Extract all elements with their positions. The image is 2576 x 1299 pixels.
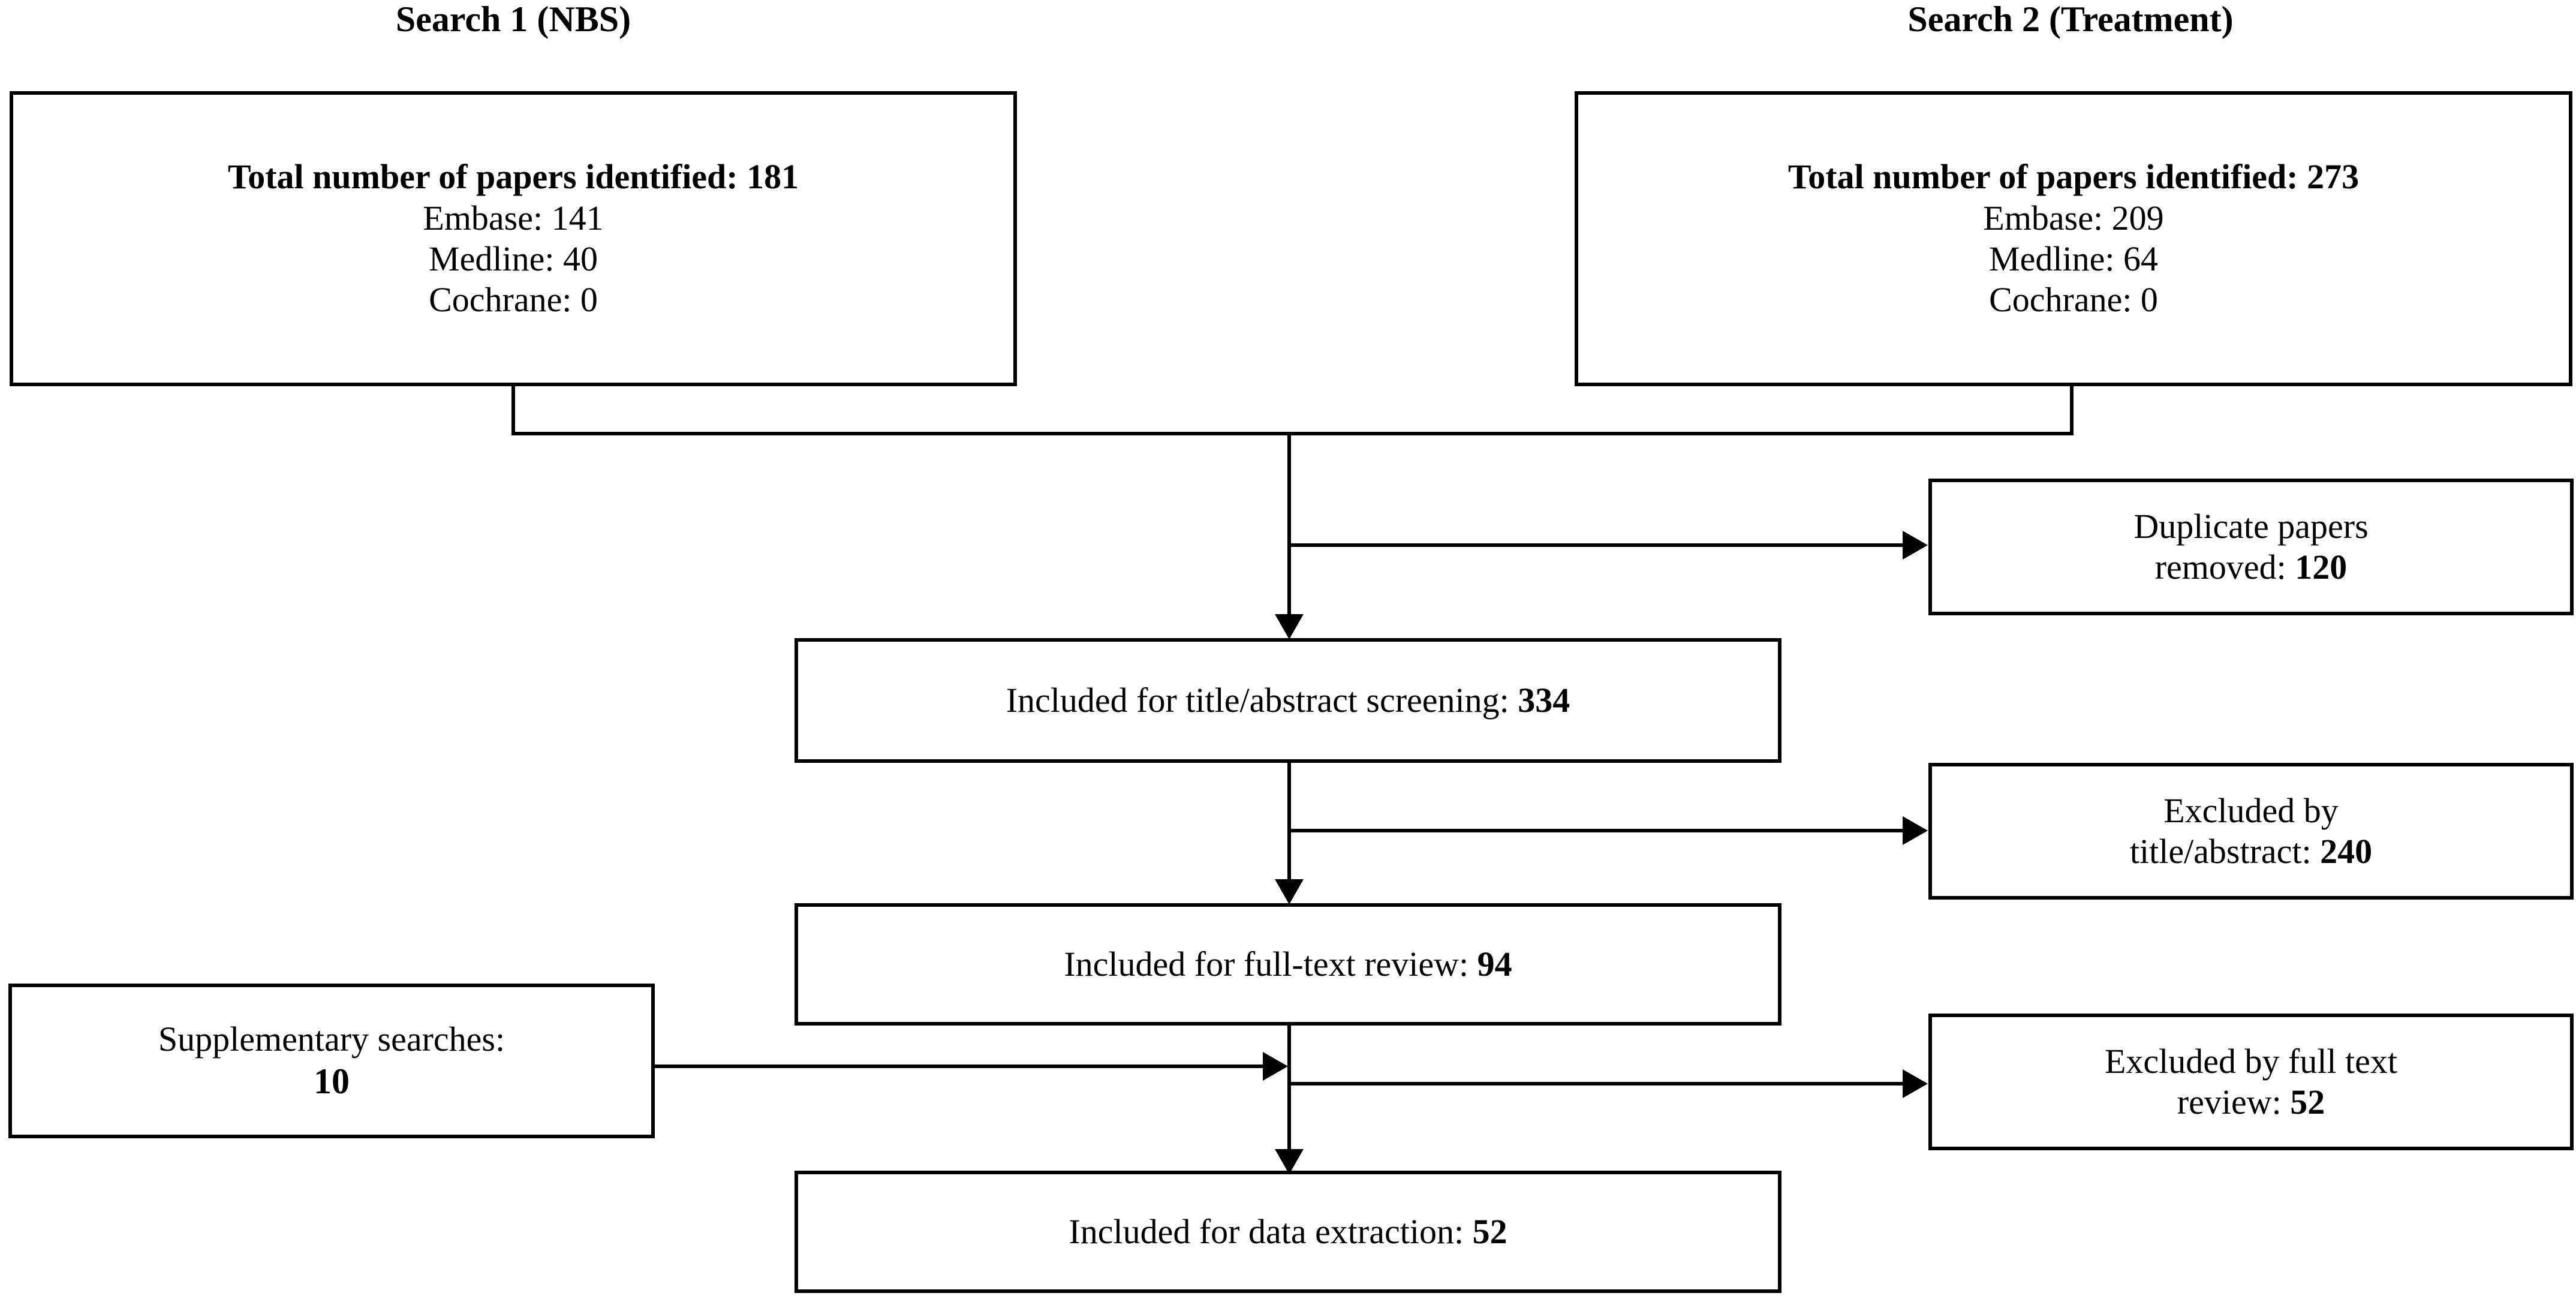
arrowhead-to-extraction bbox=[1275, 1149, 1304, 1174]
duplicates-label: removed: bbox=[2154, 548, 2295, 587]
supplementary-value: 10 bbox=[314, 1061, 350, 1101]
excluded-ft-line-1: Excluded by full text bbox=[2104, 1041, 2398, 1081]
search1-cochrane-line: Cochrane: 0 bbox=[429, 280, 598, 320]
extraction-label: Included for data extraction: bbox=[1069, 1211, 1473, 1251]
search1-embase-line: Embase: 141 bbox=[423, 198, 604, 237]
fulltext-line: Included for full-text review: 94 bbox=[1064, 944, 1512, 985]
search2-embase-line: Embase: 209 bbox=[1983, 198, 2164, 237]
arrowhead-supplementary-to-spine bbox=[1263, 1052, 1288, 1081]
connector-screening-to-fulltext bbox=[1287, 763, 1291, 883]
search2-medline-line: Medline: 64 bbox=[1989, 239, 2158, 278]
extraction-value: 52 bbox=[1472, 1211, 1507, 1251]
excluded-ft-line-2: review: 52 bbox=[2177, 1082, 2325, 1123]
connector-supplementary-to-spine bbox=[655, 1065, 1265, 1068]
excluded-ta-value: 240 bbox=[2320, 832, 2373, 871]
search2-cochrane-line: Cochrane: 0 bbox=[1989, 280, 2158, 320]
box-data-extraction: Included for data extraction: 52 bbox=[795, 1171, 1781, 1293]
connector-spine-to-excluded-fulltext bbox=[1287, 1082, 1905, 1085]
arrowhead-to-excluded-titleabstract bbox=[1903, 816, 1928, 845]
box-search1-results: Total number of papers identified: 181 E… bbox=[10, 91, 1017, 386]
search1-total-line: Total number of papers identified: 181 bbox=[227, 157, 799, 197]
box-duplicate-papers-removed: Duplicate papers removed: 120 bbox=[1928, 479, 2574, 615]
supplementary-line-1: Supplementary searches: bbox=[158, 1020, 505, 1059]
heading-search-2: Search 2 (Treatment) bbox=[1907, 0, 2234, 39]
box-excluded-full-text: Excluded by full text review: 52 bbox=[1928, 1014, 2574, 1150]
box-full-text-review: Included for full-text review: 94 bbox=[795, 903, 1781, 1026]
connector-merge-bar bbox=[511, 432, 2074, 435]
screening-value: 334 bbox=[1518, 680, 1570, 720]
connector-spine-to-excluded-titleabstract bbox=[1287, 829, 1905, 832]
connector-search2-drop bbox=[2070, 386, 2074, 435]
excluded-ta-line-1: Excluded by bbox=[2163, 790, 2339, 830]
arrowhead-to-duplicates bbox=[1903, 531, 1928, 560]
excluded-ft-label: review: bbox=[2177, 1082, 2291, 1121]
search1-medline-line: Medline: 40 bbox=[429, 239, 598, 278]
box-excluded-title-abstract: Excluded by title/abstract: 240 bbox=[1928, 763, 2574, 900]
fulltext-label: Included for full-text review: bbox=[1064, 944, 1477, 984]
excluded-ft-value: 52 bbox=[2290, 1082, 2325, 1121]
screening-label: Included for title/abstract screening: bbox=[1006, 680, 1518, 720]
arrowhead-to-excluded-fulltext bbox=[1903, 1069, 1928, 1098]
box-supplementary-searches: Supplementary searches: 10 bbox=[8, 984, 655, 1138]
connector-spine-to-screening bbox=[1287, 432, 1291, 618]
connector-search1-drop bbox=[511, 386, 515, 435]
connector-spine-to-duplicates bbox=[1287, 543, 1905, 547]
duplicates-line-1: Duplicate papers bbox=[2133, 506, 2369, 546]
search2-total-line: Total number of papers identified: 273 bbox=[1787, 157, 2360, 197]
box-search2-results: Total number of papers identified: 273 E… bbox=[1575, 91, 2572, 386]
arrowhead-to-screening bbox=[1275, 614, 1304, 639]
extraction-line: Included for data extraction: 52 bbox=[1069, 1211, 1507, 1252]
heading-search-1: Search 1 (NBS) bbox=[395, 0, 631, 39]
fulltext-value: 94 bbox=[1477, 944, 1512, 984]
box-title-abstract-screening: Included for title/abstract screening: 3… bbox=[795, 638, 1781, 763]
excluded-ta-line-2: title/abstract: 240 bbox=[2130, 831, 2372, 872]
arrowhead-to-fulltext bbox=[1275, 879, 1304, 904]
duplicates-line-2: removed: 120 bbox=[2155, 547, 2348, 588]
duplicates-value: 120 bbox=[2295, 548, 2348, 587]
excluded-ta-label: title/abstract: bbox=[2129, 832, 2321, 871]
screening-line: Included for title/abstract screening: 3… bbox=[1006, 680, 1570, 721]
connector-fulltext-to-extraction bbox=[1287, 1026, 1291, 1153]
